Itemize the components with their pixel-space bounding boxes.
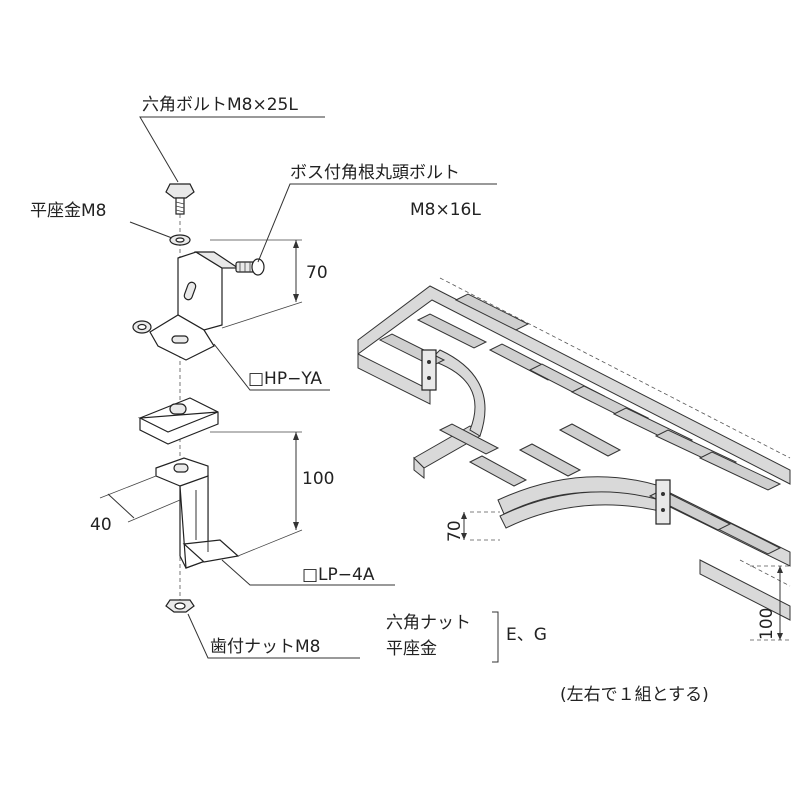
eg-label: E、G [506, 625, 547, 645]
flat-washer-icon [169, 234, 191, 246]
hp-ya-label: □HP−YA [248, 369, 322, 389]
dim-70-bracket: 70 [306, 263, 328, 283]
note-label: (左右で１組とする) [560, 685, 709, 705]
joint-plate-left [421, 349, 437, 391]
exploded-assembly [99, 116, 497, 659]
flat-washer-label: 平座金M8 [30, 201, 106, 221]
serrated-nut-icon [165, 599, 195, 613]
hp-ya-bracket [149, 251, 240, 361]
nut-washer-icon [132, 320, 152, 334]
dim-100-bracket: 100 [302, 469, 334, 489]
lp-4a-bracket [155, 457, 240, 569]
dim-100-tray: 100 [757, 608, 777, 640]
lp-4a-label: □LP−4A [302, 565, 375, 585]
cable-ladder-tee [357, 277, 791, 641]
dim-40: 40 [90, 515, 112, 535]
serrated-nut-label: 歯付ナットM8 [210, 637, 320, 657]
boss-bolt-icon [235, 258, 265, 276]
dim-70-tray: 70 [445, 520, 465, 542]
hex-bolt-icon [165, 183, 195, 215]
joint-plate-right [655, 479, 671, 525]
lp-4a-top-plate [137, 397, 219, 445]
hex-bolt-label: 六角ボルトM8×25L [142, 95, 298, 115]
ladder-rungs [378, 293, 782, 555]
boss-bolt-label-line1: ボス付角根丸頭ボルト [290, 163, 460, 183]
boss-bolt-label-line2: M8×16L [410, 200, 481, 220]
flat-washer2-label: 平座金 [386, 639, 437, 659]
hex-nut-label: 六角ナット [386, 613, 471, 633]
parts-bracket [492, 611, 499, 663]
